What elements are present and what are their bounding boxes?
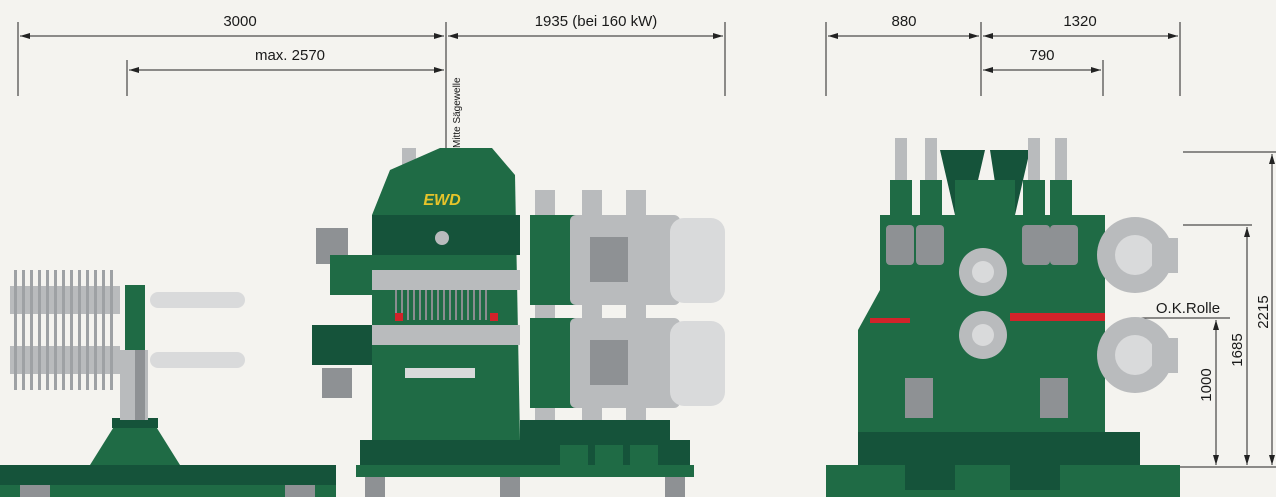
dim-height-low: 1000 [1198,368,1215,401]
saw-axis-label: Mitte Sägewelle [452,77,463,148]
unwinder-stand [0,270,336,497]
front-view-dimensions: 880 1320 790 2215 1685 1000 O.K.Rolle [825,13,1276,468]
dim-max-left: max. 2570 [255,47,325,64]
dim-front-inner-right: 790 [1029,47,1054,64]
dim-front-top-right: 1320 [1063,13,1096,30]
dim-height-mid: 1685 [1229,333,1246,366]
dim-overall-left: 3000 [223,13,256,30]
dim-height-total: 2215 [1255,295,1272,328]
saw-machine-front [826,138,1180,497]
roller-top-label: O.K.Rolle [1156,300,1220,317]
saw-machine-side: EWD [312,148,725,497]
side-view-dimensions: 3000 1935 (bei 160 kW) max. 2570 Mitte S… [17,13,726,150]
dim-right-span: 1935 (bei 160 kW) [535,13,658,30]
brand-logo: EWD [423,192,461,209]
dim-front-top-left: 880 [891,13,916,30]
